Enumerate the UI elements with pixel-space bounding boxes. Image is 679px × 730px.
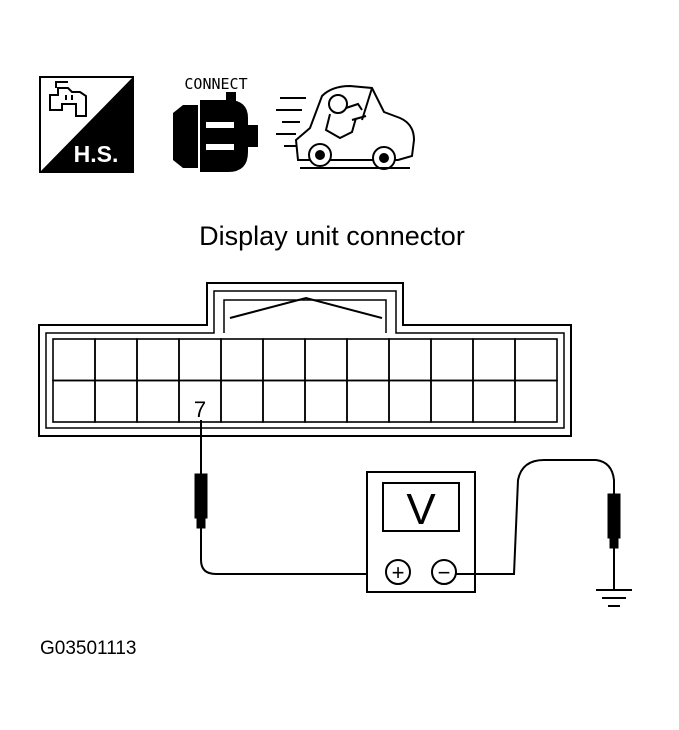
connector-cavity <box>136 338 180 382</box>
connector-cavity <box>514 338 558 382</box>
plus-terminal: + <box>385 559 411 585</box>
connector-title: Display unit connector <box>199 221 465 251</box>
hs-label: H.S. <box>74 141 119 167</box>
connector-cavity <box>430 379 474 423</box>
connector-cavity <box>346 379 390 423</box>
connector-cavity <box>346 338 390 382</box>
connector-cavity <box>430 338 474 382</box>
connector-cavity <box>304 338 348 382</box>
connector-cavity <box>94 338 138 382</box>
minus-terminal: − <box>431 559 457 585</box>
hot-soak-icon: H.S. <box>39 76 134 173</box>
connector-cavity <box>388 379 432 423</box>
connector-cavity <box>262 338 306 382</box>
connector-cavity <box>220 379 264 423</box>
voltmeter: V + − <box>366 471 476 593</box>
connector-cavity <box>220 338 264 382</box>
driving-car-icon <box>276 84 416 170</box>
connector-cavity <box>388 338 432 382</box>
pin-label: 7 <box>194 397 206 422</box>
svg-text:+: + <box>392 560 405 585</box>
connector-cavity <box>514 379 558 423</box>
svg-text:−: − <box>438 560 451 585</box>
ground-icon <box>596 589 632 607</box>
connector-cavity <box>52 338 96 382</box>
connector-cavity <box>472 338 516 382</box>
connector-cavity <box>52 379 96 423</box>
meter-display-label: V <box>406 485 436 534</box>
connector-cavity <box>304 379 348 423</box>
connector-cavity <box>136 379 180 423</box>
figure-code: G03501113 <box>40 638 137 659</box>
connector-cavity <box>178 338 222 382</box>
negative-probe <box>456 459 621 590</box>
connector-cavity <box>472 379 516 423</box>
connector-cavity <box>94 379 138 423</box>
positive-probe <box>194 420 388 575</box>
connector-cavity <box>262 379 306 423</box>
connect-label: CONNECT <box>184 75 247 93</box>
connect-icon: CONNECT <box>173 75 258 172</box>
connector <box>38 282 572 437</box>
